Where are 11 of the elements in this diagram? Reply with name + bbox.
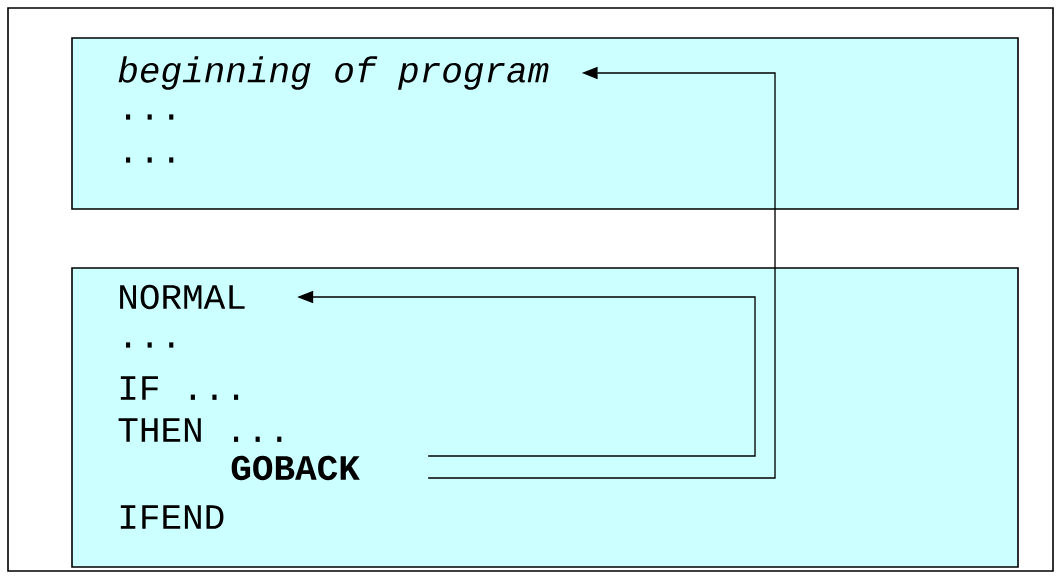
code-line: ... xyxy=(126,157,174,163)
code-line: THEN ... xyxy=(118,418,282,442)
code-line: beginning of program xyxy=(118,56,549,90)
code-line: NORMAL xyxy=(120,284,245,310)
code-line: ... xyxy=(126,342,174,348)
code-box xyxy=(71,267,1019,568)
code-line: IFEND xyxy=(120,505,224,529)
code-box xyxy=(71,37,1019,210)
code-line: ... xyxy=(126,114,174,120)
code-line: GOBACK xyxy=(231,455,360,481)
code-line: IF ... xyxy=(120,376,239,400)
